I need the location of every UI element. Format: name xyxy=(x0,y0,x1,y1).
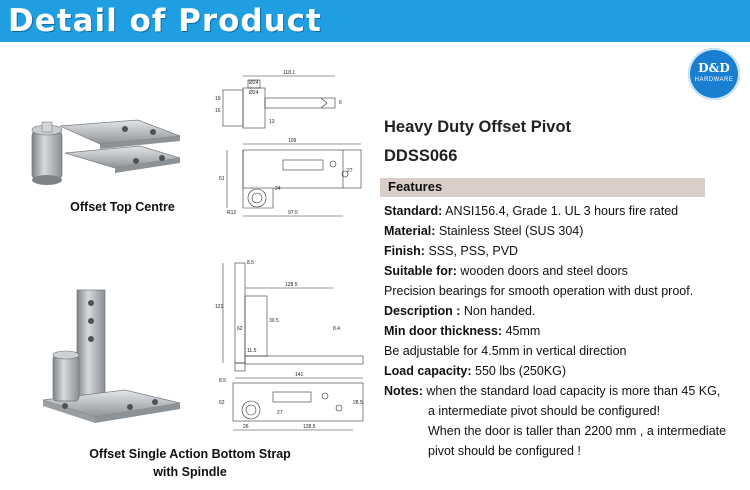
spec-notes: Notes: when the standard load capacity i… xyxy=(384,384,720,398)
page-title: Detail of Product xyxy=(8,3,322,39)
bottom-photo-caption-line2: with Spindle xyxy=(153,465,227,479)
spec-standard-label: Standard: xyxy=(384,204,443,218)
spec-notes-line2: a intermediate pivot should be configure… xyxy=(428,404,661,418)
bot-dim-62-a: 62 xyxy=(237,326,243,332)
bottom-photo-caption-line1: Offset Single Action Bottom Strap xyxy=(89,447,291,461)
bot-dim-121: 121 xyxy=(215,304,224,310)
spec-thickness-label: Min door thickness: xyxy=(384,324,503,338)
spec-notes-label: Notes: xyxy=(384,384,423,398)
spec-suitable-label: Suitable for: xyxy=(384,264,457,278)
bot-dim-8-5: 8.5 xyxy=(247,260,254,266)
top-dim-19: 19 xyxy=(215,96,221,102)
spec-suitable: Suitable for: wooden doors and steel doo… xyxy=(384,264,628,278)
top-dim-16: 16 xyxy=(215,108,221,114)
bot-dim-11-5: 11.5 xyxy=(247,348,257,354)
top-dim-109: 109 xyxy=(288,138,297,144)
spec-thickness: Min door thickness: 45mm xyxy=(384,324,540,338)
bot-dim-128-5-b: 128.5 xyxy=(303,424,316,430)
top-dim-dia1: Ø24 xyxy=(249,80,259,86)
top-dim-24: 24 xyxy=(275,186,281,192)
top-technical-drawing: 118.1 Ø24 Ø24 19 16 13 6 109 51 27 24 R1… xyxy=(215,70,362,217)
features-label: Features xyxy=(388,179,443,194)
bot-dim-26: 26 xyxy=(243,424,249,430)
spec-load-value: 550 lbs (250KG) xyxy=(475,364,567,378)
spec-material-label: Material: xyxy=(384,224,436,238)
spec-load: Load capacity: 550 lbs (250KG) xyxy=(384,364,566,378)
spec-description-label: Description : xyxy=(384,304,461,318)
spec-suitable-value: wooden doors and steel doors xyxy=(460,264,628,278)
spec-precision: Precision bearings for smooth operation … xyxy=(384,284,694,298)
spec-finish-label: Finish: xyxy=(384,244,425,258)
bot-dim-27: 27 xyxy=(277,410,283,416)
spec-standard: Standard: ANSI156.4, Grade 1. UL 3 hours… xyxy=(384,204,678,218)
offset-top-centre-photo xyxy=(31,119,181,185)
top-dim-dia2: Ø24 xyxy=(249,90,259,96)
bot-dim-128-5-a: 128.5 xyxy=(285,282,298,288)
top-dim-width: 118.1 xyxy=(283,70,295,76)
spec-notes-line4: pivot should be configured ! xyxy=(428,444,581,458)
top-dim-97-5: 97.5 xyxy=(288,210,298,216)
spec-adjustable: Be adjustable for 4.5mm in vertical dire… xyxy=(384,344,627,358)
top-dim-6: 6 xyxy=(339,100,342,106)
logo-sub: HARDWARE xyxy=(694,77,734,83)
offset-bottom-strap-photo xyxy=(42,289,181,423)
top-dim-13: 13 xyxy=(269,119,275,125)
bot-dim-28-5: 28.5 xyxy=(353,400,363,406)
spec-material: Material: Stainless Steel (SUS 304) xyxy=(384,224,583,238)
features-header: Features xyxy=(380,178,705,197)
bot-dim-62-b: 62 xyxy=(219,400,225,406)
product-code: DDSS066 xyxy=(384,147,458,165)
header-banner: Detail of Product xyxy=(0,0,750,42)
spec-notes-line3: When the door is taller than 2200 mm , a… xyxy=(428,424,727,438)
spec-description-value: Non handed. xyxy=(463,304,536,318)
spec-notes-line1: when the standard load capacity is more … xyxy=(426,384,721,398)
spec-standard-value: ANSI156.4, Grade 1. UL 3 hours fire rate… xyxy=(445,204,679,218)
spec-load-label: Load capacity: xyxy=(384,364,472,378)
logo-name: D&D xyxy=(698,61,730,75)
bottom-technical-drawing: 8.5 128.5 121 62 30.5 8.4 11.5 141 8.5 6… xyxy=(215,260,364,431)
spec-finish: Finish: SSS, PSS, PVD xyxy=(384,244,518,258)
spec-finish-value: SSS, PSS, PVD xyxy=(428,244,519,258)
spec-material-value: Stainless Steel (SUS 304) xyxy=(438,224,584,238)
bot-dim-141: 141 xyxy=(295,372,304,378)
top-dim-27: 27 xyxy=(347,168,353,174)
top-dim-51: 51 xyxy=(219,176,225,182)
bot-dim-8-4: 8.4 xyxy=(333,326,340,332)
spec-description: Description : Non handed. xyxy=(384,304,535,318)
top-dim-r12: R12 xyxy=(227,210,236,216)
top-photo-caption: Offset Top Centre xyxy=(70,200,175,214)
brand-logo: D&D HARDWARE xyxy=(688,48,740,100)
bot-dim-30-5: 30.5 xyxy=(269,318,279,324)
spec-thickness-value: 45mm xyxy=(505,324,541,338)
product-name: Heavy Duty Offset Pivot xyxy=(384,118,572,136)
bot-dim-8-5-b: 8.5 xyxy=(219,378,226,384)
